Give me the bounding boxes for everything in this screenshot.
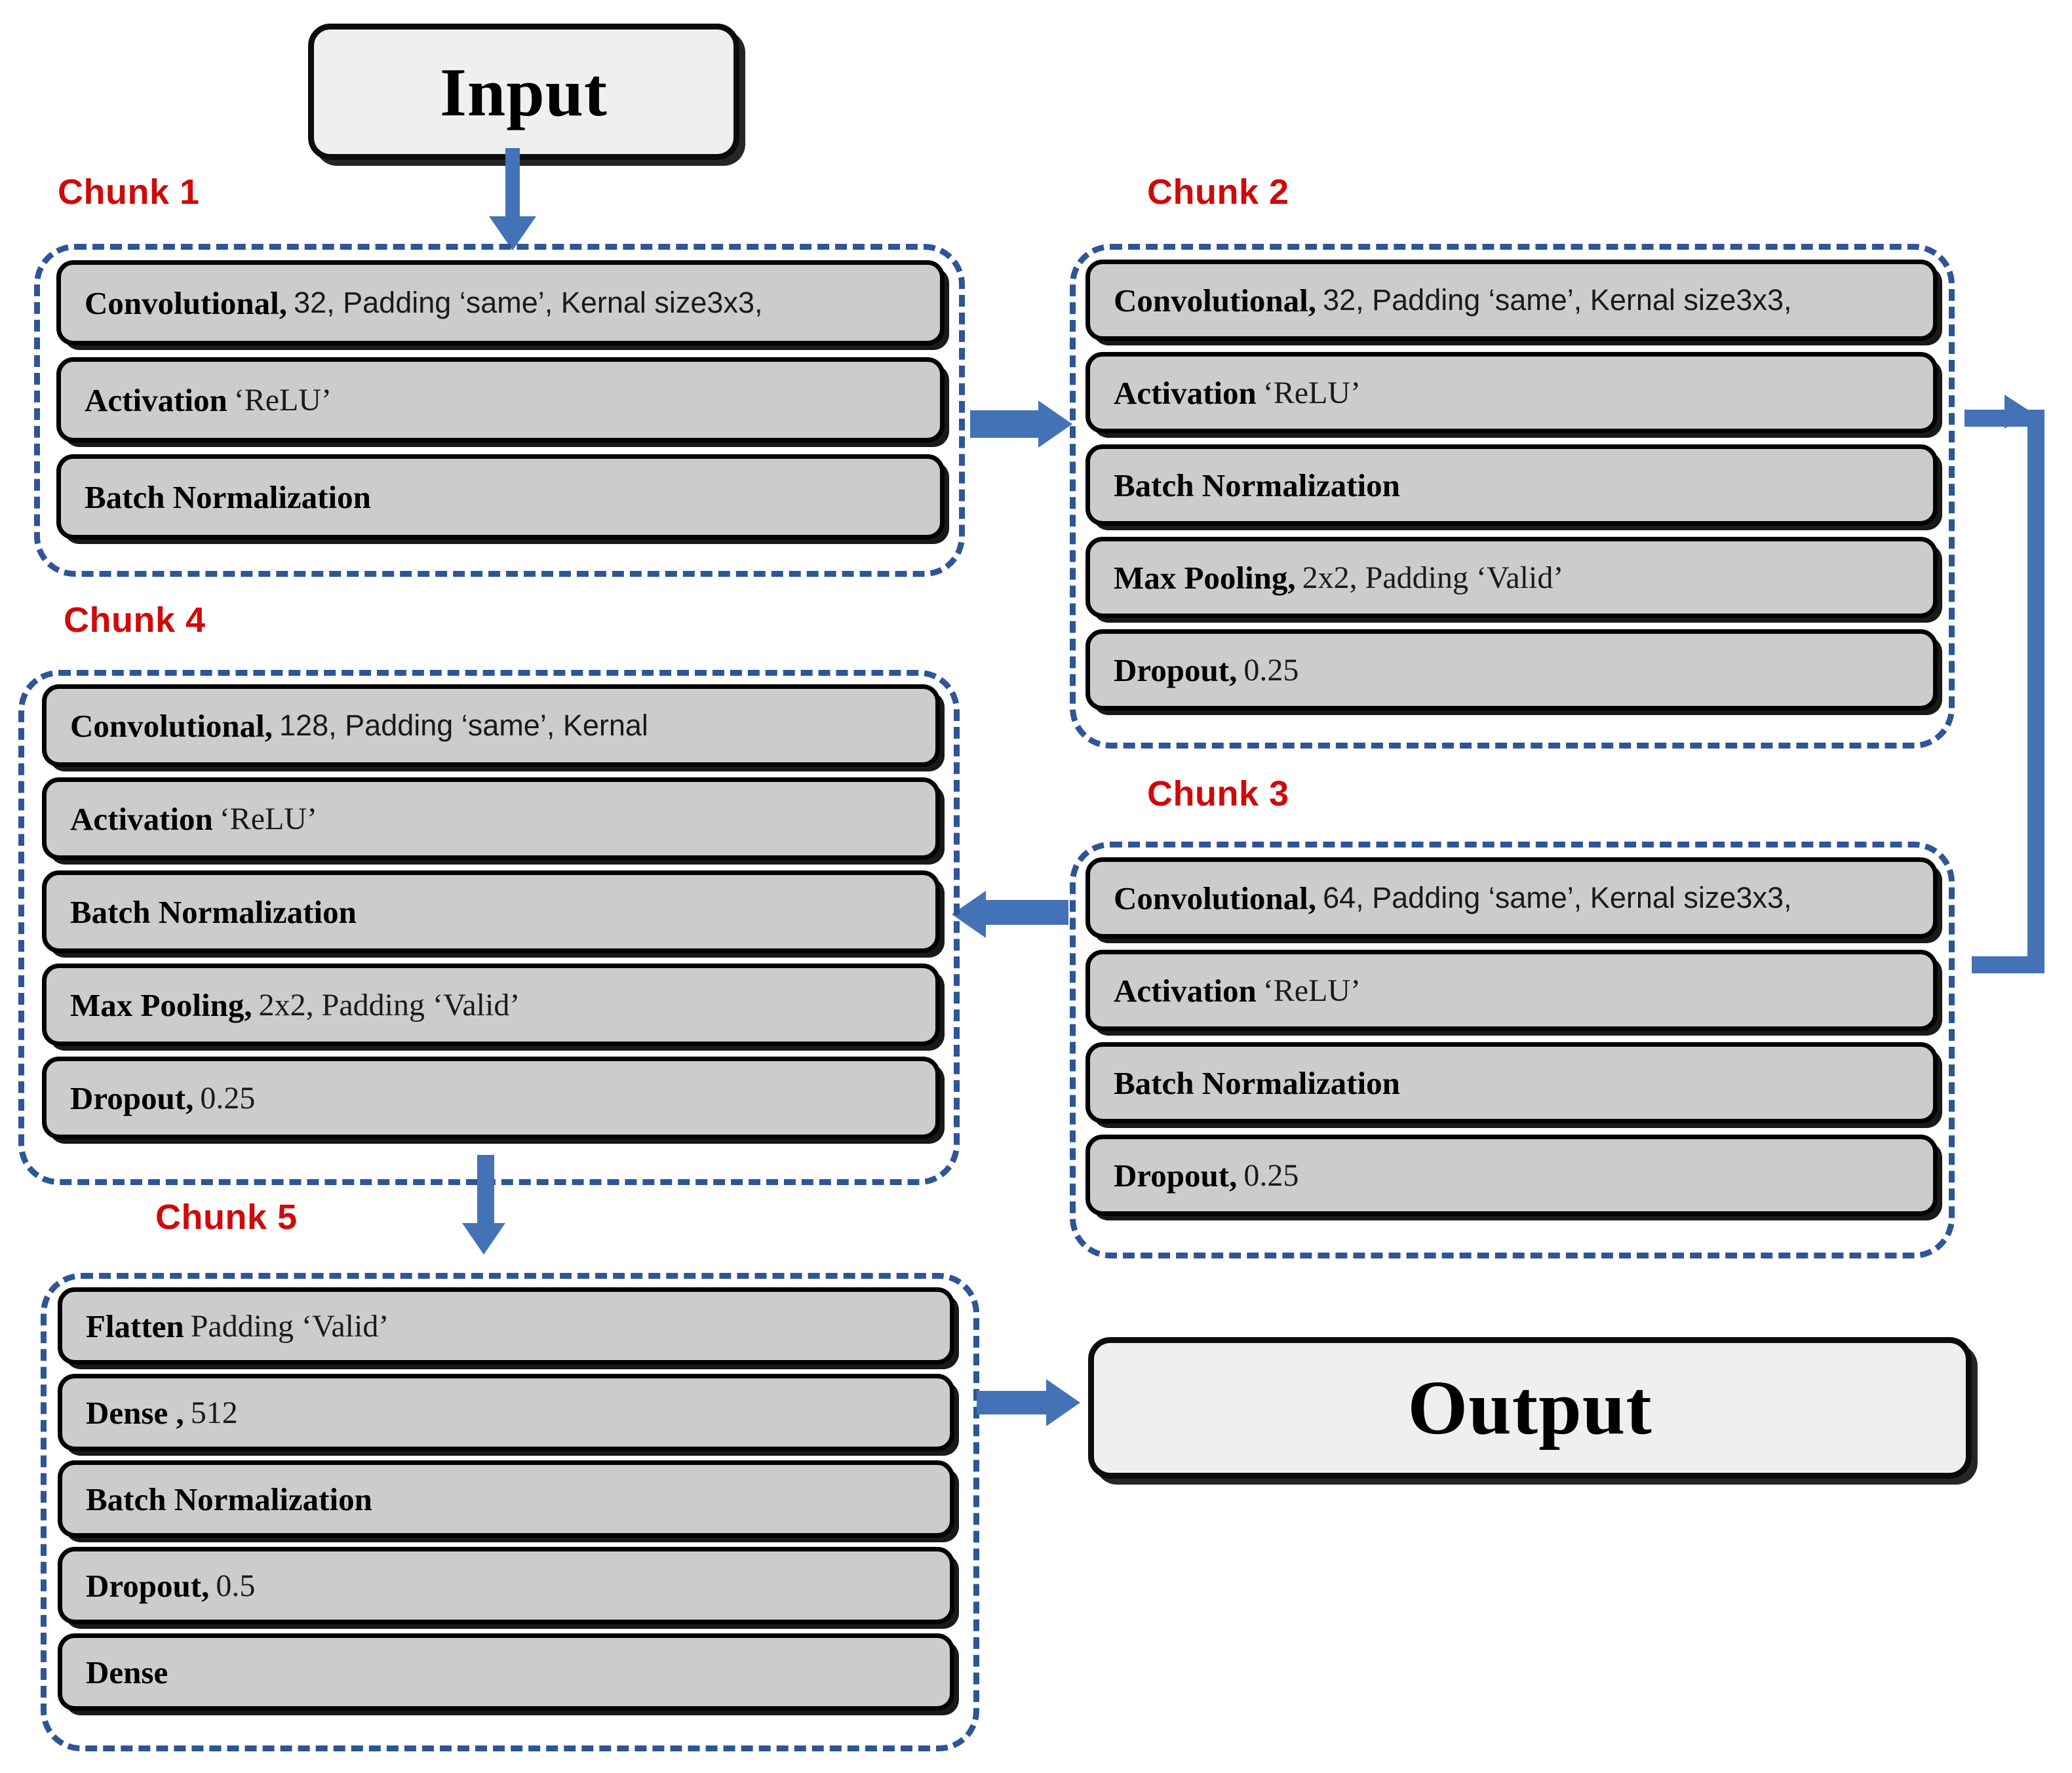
layer-name: Convolutional, (70, 707, 273, 744)
chunk-1-layer-0: Convolutional, 32, Padding ‘same’, Kerna… (56, 260, 945, 345)
chunk-3-layer-1: Activation ‘ReLU’ (1085, 950, 1938, 1031)
connector-chunk2-out-head (2004, 395, 2031, 429)
output-node-label: Output (1407, 1365, 1652, 1451)
layer-params: 128, Padding ‘same’, Kernal (279, 709, 648, 742)
chunk-2-layer-3: Max Pooling, 2x2, Padding ‘Valid’ (1085, 537, 1938, 618)
arrow-chunk4-to-chunk5-head (462, 1223, 505, 1255)
chunk-3-label: Chunk 3 (1147, 774, 1289, 813)
chunk-3-layer-3: Dropout, 0.25 (1085, 1135, 1938, 1216)
arrow-chunk1-to-chunk2-head (1038, 400, 1072, 448)
chunk-4-label: Chunk 4 (64, 600, 206, 640)
layer-params: Padding ‘Valid’ (190, 1308, 389, 1344)
layer-name: Convolutional, (85, 284, 288, 321)
chunk-3-layer-2: Batch Normalization (1085, 1042, 1938, 1123)
chunk-4-layer-1: Activation ‘ReLU’ (42, 777, 940, 860)
arrow-chunk4-to-chunk5-shaft (477, 1155, 494, 1234)
arrow-input-to-chunk1-shaft (505, 148, 520, 222)
chunk-1-container (34, 244, 965, 577)
connector-chunk3-in-horizontal (1972, 956, 2044, 973)
arrow-chunk5-to-output-shaft (977, 1391, 1050, 1414)
arrow-chunk5-to-output-head (1046, 1379, 1080, 1426)
layer-params: 0.5 (216, 1568, 256, 1603)
chunk-3-layer-0: Convolutional, 64, Padding ‘same’, Kerna… (1085, 857, 1938, 939)
layer-name: Batch Normalization (86, 1481, 372, 1517)
arrow-chunk1-to-chunk2-shaft (970, 410, 1042, 438)
input-node-label: Input (439, 53, 608, 130)
layer-name: Dropout, (1114, 652, 1238, 688)
layer-name: Batch Normalization (1114, 467, 1400, 503)
layer-name: Activation (85, 381, 227, 418)
chunk-5-layer-1: Dense , 512 (58, 1374, 954, 1451)
layer-params: 2x2, Padding ‘Valid’ (1302, 560, 1564, 595)
output-node: Output (1088, 1337, 1972, 1479)
arrow-chunk3-to-chunk4-shaft (985, 900, 1068, 925)
chunk-5-layer-3: Dropout, 0.5 (58, 1547, 954, 1624)
chunk-4-layer-2: Batch Normalization (42, 870, 940, 953)
layer-params: 0.25 (200, 1080, 256, 1116)
layer-name: Batch Normalization (85, 478, 371, 515)
layer-name: Activation (70, 800, 213, 837)
layer-params: 0.25 (1243, 1158, 1299, 1193)
layer-name: Flatten (86, 1308, 184, 1344)
chunk-5-layer-2: Batch Normalization (58, 1460, 954, 1538)
layer-name: Dropout, (70, 1080, 194, 1116)
chunk-2-layer-0: Convolutional, 32, Padding ‘same’, Kerna… (1085, 260, 1938, 341)
layer-name: Convolutional, (1114, 880, 1317, 916)
chunk-2-layer-2: Batch Normalization (1085, 444, 1938, 526)
chunk-2-container (1070, 244, 1955, 749)
layer-params: ‘ReLU’ (233, 382, 332, 418)
chunk-4-layer-4: Dropout, 0.25 (42, 1057, 940, 1139)
layer-name: Batch Normalization (1114, 1064, 1400, 1101)
layer-name: Dense (86, 1654, 168, 1690)
chunk-1-label: Chunk 1 (58, 172, 200, 212)
layer-name: Activation (1114, 972, 1257, 1009)
chunk-5-layer-0: Flatten Padding ‘Valid’ (58, 1287, 954, 1365)
chunk-1-layer-2: Batch Normalization (56, 454, 945, 539)
layer-params: 2x2, Padding ‘Valid’ (258, 987, 520, 1023)
layer-params: ‘ReLU’ (1262, 375, 1361, 410)
chunk-1-layer-1: Activation ‘ReLU’ (56, 357, 945, 442)
layer-params: 512 (190, 1395, 238, 1430)
layer-name: Batch Normalization (70, 893, 357, 930)
chunk-4-layer-3: Max Pooling, 2x2, Padding ‘Valid’ (42, 964, 940, 1046)
input-node: Input (308, 24, 739, 160)
layer-name: Max Pooling, (70, 986, 252, 1023)
layer-name: Convolutional, (1114, 282, 1317, 319)
chunk-2-layer-1: Activation ‘ReLU’ (1085, 352, 1938, 433)
layer-params: 32, Padding ‘same’, Kernal size3x3, (294, 286, 763, 319)
layer-params: 0.25 (1243, 652, 1299, 688)
chunk-2-label: Chunk 2 (1147, 172, 1289, 212)
chunk-4-layer-0: Convolutional, 128, Padding ‘same’, Kern… (42, 684, 940, 767)
chunk-3-container (1070, 842, 1955, 1258)
layer-name: Activation (1114, 374, 1257, 411)
layer-params: ‘ReLU’ (219, 801, 318, 836)
chunk-2-layer-4: Dropout, 0.25 (1085, 629, 1938, 711)
layer-name: Dense , (86, 1394, 184, 1431)
connector-vertical-right (2027, 410, 2044, 973)
layer-params: 32, Padding ‘same’, Kernal size3x3, (1323, 283, 1792, 317)
layer-params: ‘ReLU’ (1262, 973, 1361, 1008)
layer-name: Dropout, (86, 1567, 210, 1604)
layer-name: Max Pooling, (1114, 559, 1296, 596)
layer-name: Dropout, (1114, 1157, 1238, 1194)
chunk-5-layer-4: Dense (58, 1633, 954, 1711)
chunk-5-label: Chunk 5 (155, 1198, 298, 1237)
layer-params: 64, Padding ‘same’, Kernal size3x3, (1323, 881, 1792, 914)
chunk-5-container (41, 1273, 979, 1751)
